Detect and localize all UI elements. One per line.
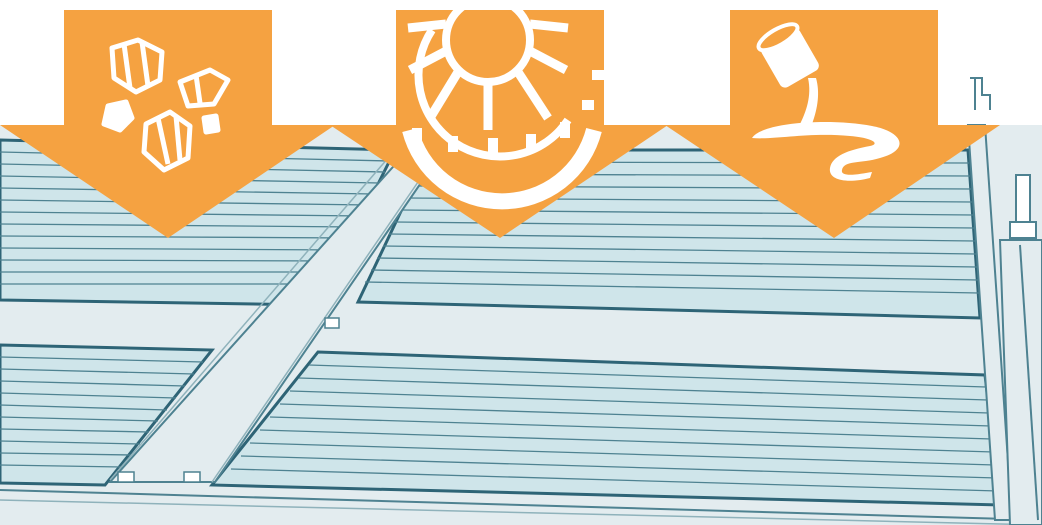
panel-lower-right xyxy=(212,352,1000,505)
